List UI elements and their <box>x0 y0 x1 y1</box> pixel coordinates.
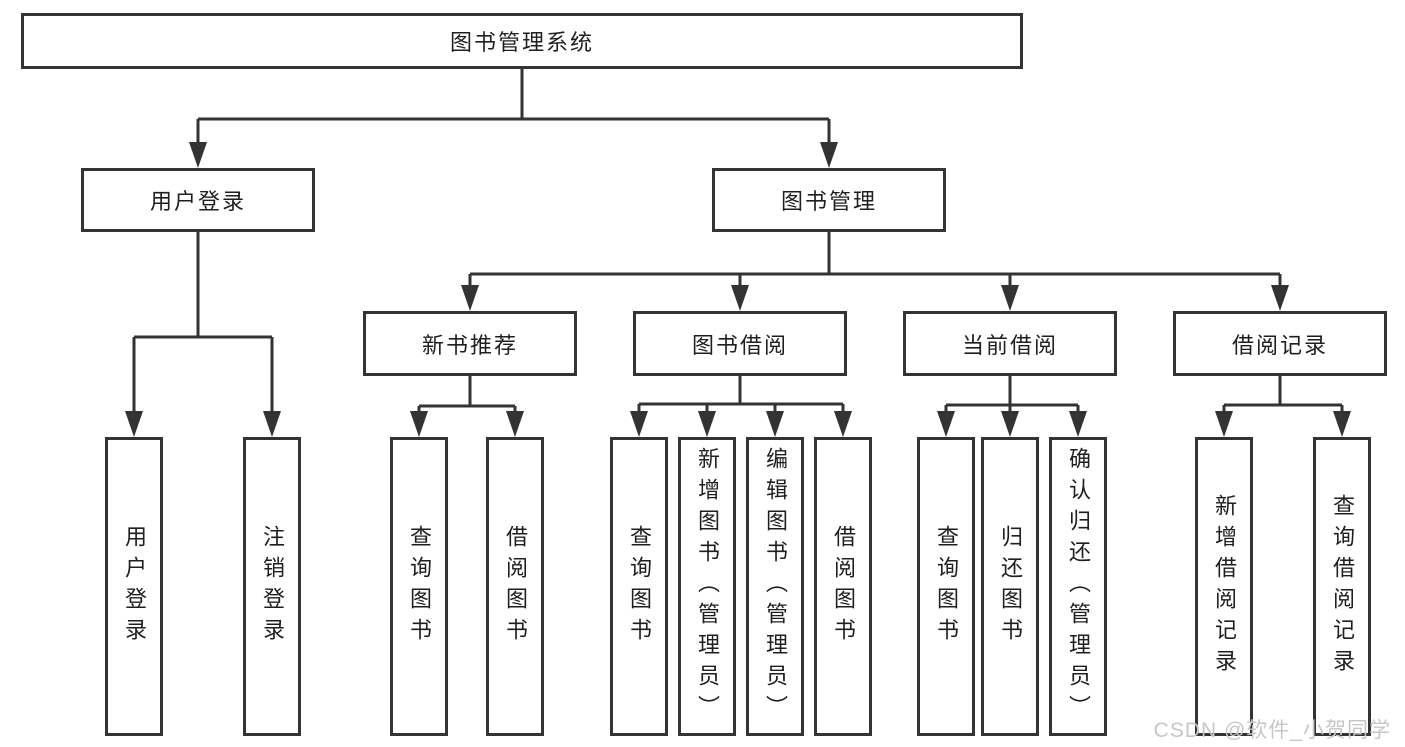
node-label: 借阅图书 <box>503 524 528 649</box>
tree-edges <box>132 69 1344 432</box>
leaf-query-borrow-record: 查询借阅记录 <box>1313 437 1371 736</box>
node-label: 新书推荐 <box>421 332 518 358</box>
leaf-query-books-recommend: 查询图书 <box>390 437 448 736</box>
node-label: 新增图书（管理员） <box>695 447 720 726</box>
node-label: 图书借阅 <box>691 332 788 358</box>
node-label: 用户登录 <box>122 524 147 649</box>
leaf-add-borrow-record: 新增借阅记录 <box>1195 437 1253 736</box>
node-label: 查询图书 <box>627 524 652 649</box>
leaf-user-login: 用户登录 <box>105 437 163 736</box>
node-label: 图书管理 <box>780 189 877 214</box>
node-label: 编辑图书（管理员） <box>763 447 788 726</box>
node-label: 用户登录 <box>149 189 246 214</box>
leaf-add-book-admin: 新增图书（管理员） <box>678 437 736 736</box>
node-label: 借阅图书 <box>831 524 856 649</box>
leaf-return-book: 归还图书 <box>981 437 1039 736</box>
node-current-borrowing: 当前借阅 <box>903 311 1117 376</box>
node-book-borrowing: 图书借阅 <box>633 311 847 376</box>
node-new-book-recommendation: 新书推荐 <box>363 311 577 376</box>
leaf-borrow-books-recommend: 借阅图书 <box>486 437 544 736</box>
leaf-confirm-return-admin: 确认归还（管理员） <box>1049 437 1107 736</box>
leaf-query-books-borrowing: 查询图书 <box>610 437 668 736</box>
leaf-borrow-books-borrowing: 借阅图书 <box>814 437 872 736</box>
leaf-query-books-current: 查询图书 <box>917 437 975 736</box>
node-label: 新增借阅记录 <box>1212 493 1237 680</box>
node-label: 查询图书 <box>407 524 432 649</box>
arrowheads <box>125 142 1351 437</box>
leaf-logout: 注销登录 <box>243 437 301 736</box>
watermark: CSDN @软件_小贺同学 <box>1153 719 1391 742</box>
node-label: 查询借阅记录 <box>1330 493 1355 680</box>
node-label: 当前借阅 <box>961 332 1058 358</box>
node-book-management: 图书管理 <box>712 168 946 232</box>
node-label: 借阅记录 <box>1231 332 1328 358</box>
leaf-edit-book-admin: 编辑图书（管理员） <box>746 437 804 736</box>
node-label: 注销登录 <box>260 524 285 649</box>
node-borrowing-records: 借阅记录 <box>1173 311 1387 376</box>
node-user-login-branch: 用户登录 <box>81 168 315 232</box>
node-label: 查询图书 <box>934 524 959 649</box>
node-label: 图书管理系统 <box>449 30 594 55</box>
node-label: 确认归还（管理员） <box>1066 447 1091 726</box>
node-label: 归还图书 <box>998 524 1023 649</box>
node-root: 图书管理系统 <box>21 13 1023 69</box>
